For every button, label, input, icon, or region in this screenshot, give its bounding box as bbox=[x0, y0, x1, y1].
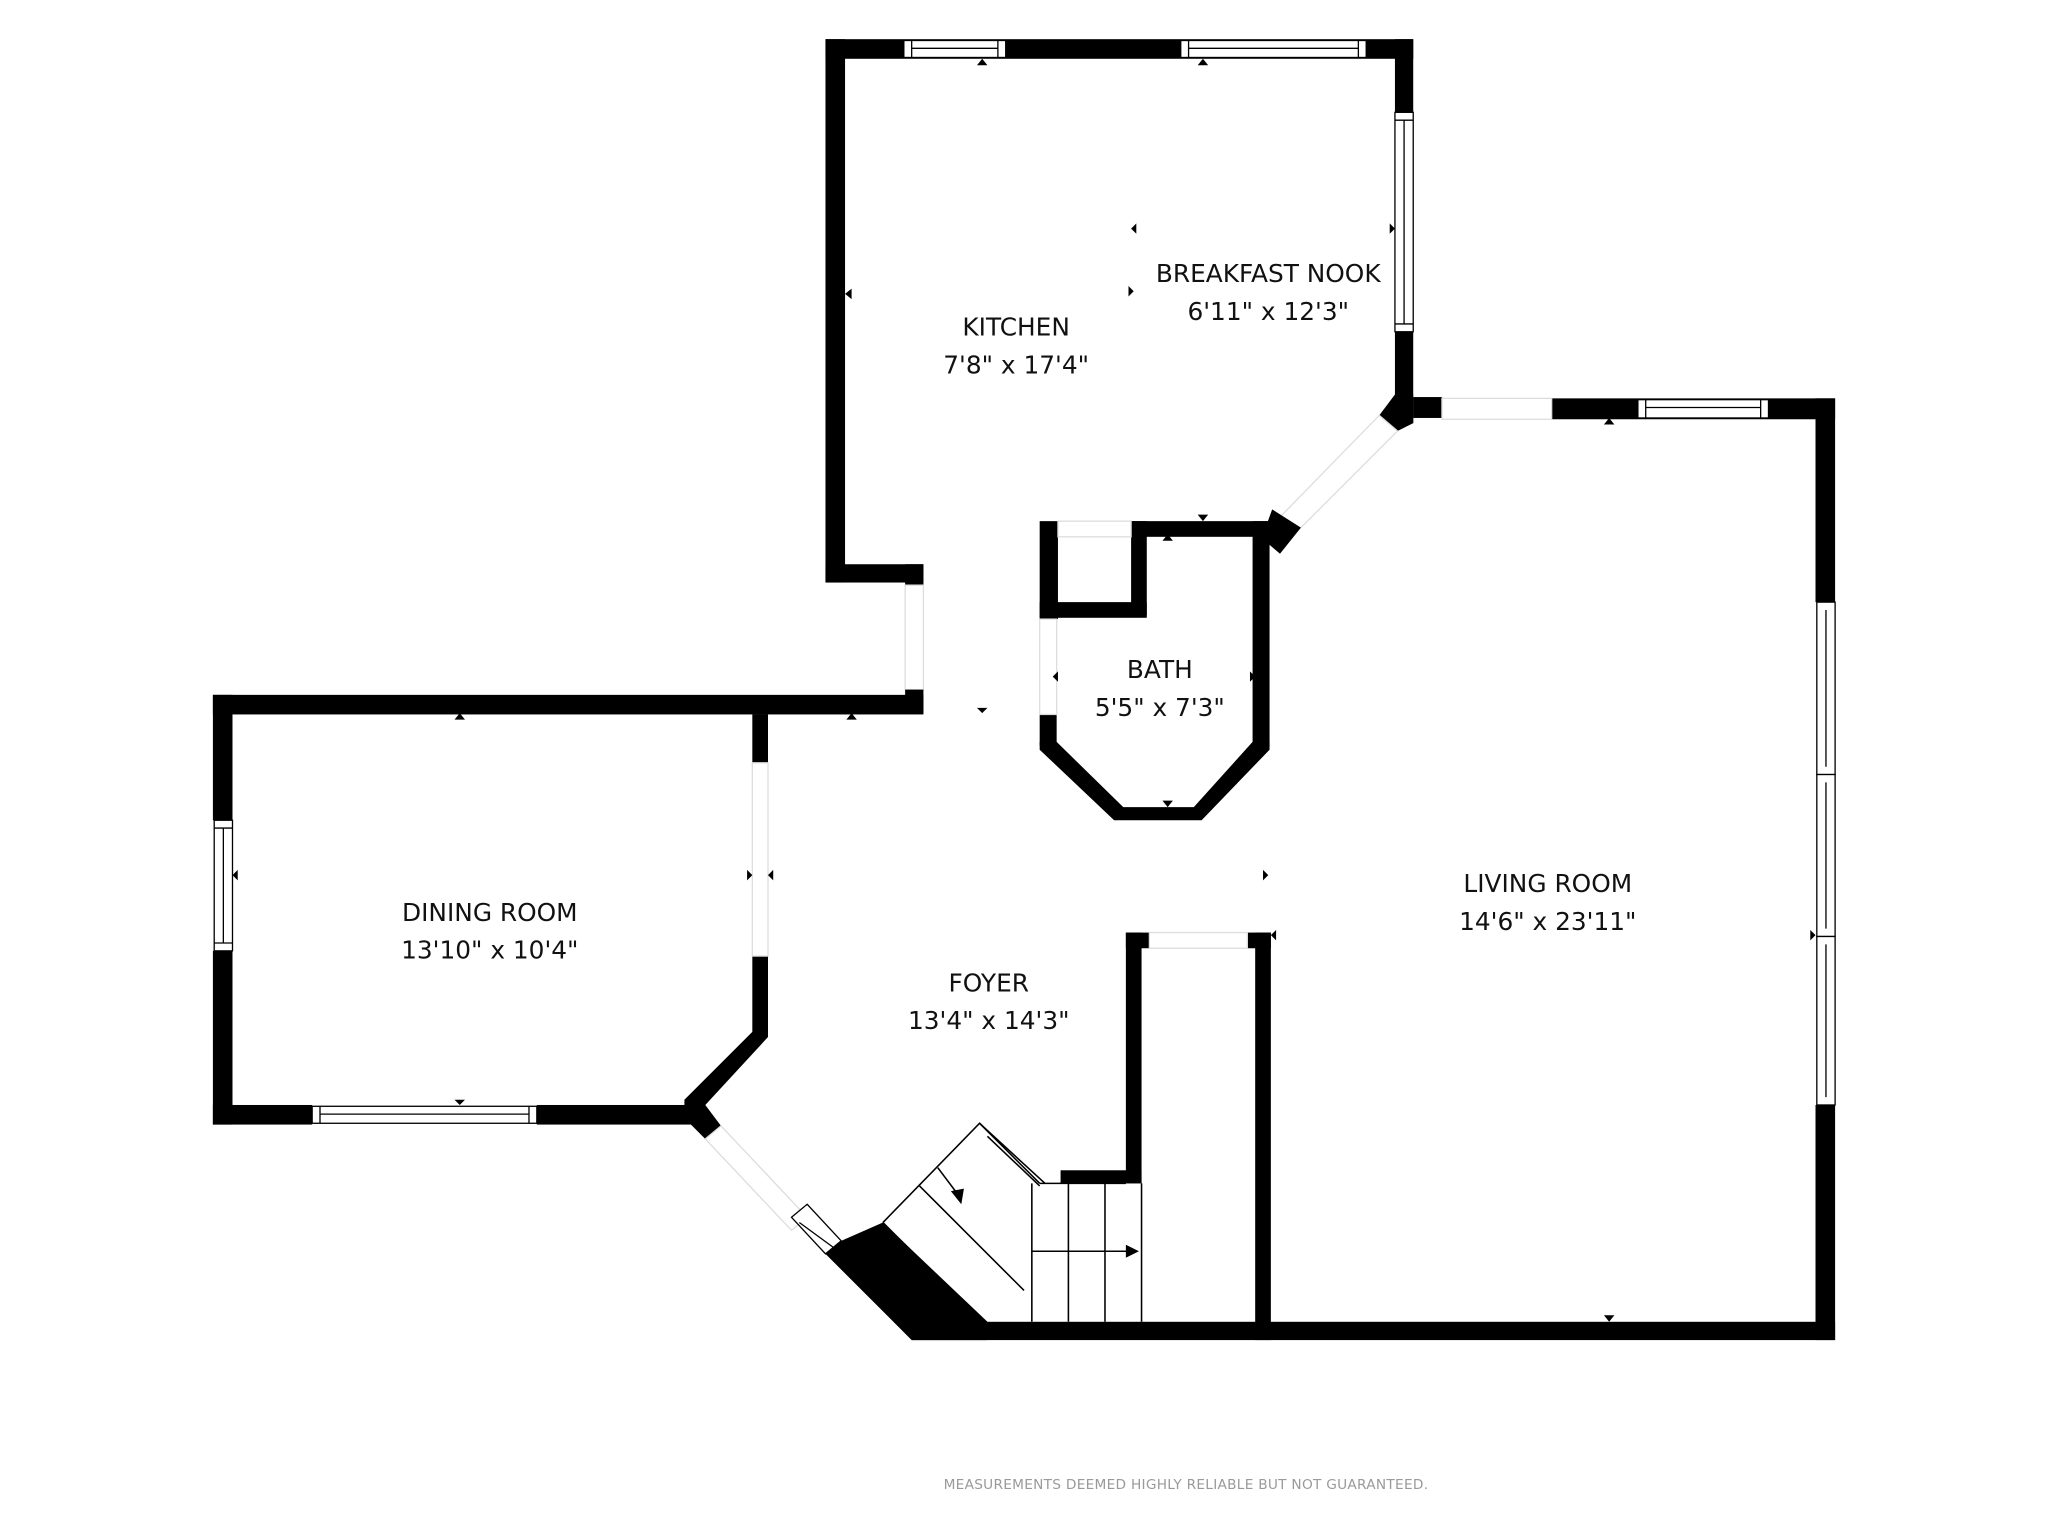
living-window-top bbox=[1637, 399, 1770, 419]
dining-window-left bbox=[213, 819, 234, 952]
breakfast-nook-label: BREAKFAST NOOK bbox=[1156, 259, 1381, 288]
kitchen-window-1 bbox=[903, 39, 1007, 59]
measurement-markers bbox=[232, 58, 1816, 1322]
closet-opening bbox=[1148, 931, 1248, 949]
living-window-right-2 bbox=[1816, 773, 1836, 938]
living-room-walls bbox=[911, 398, 1836, 1341]
living-top-opening bbox=[1441, 397, 1553, 420]
bath-closet-opening bbox=[1057, 520, 1132, 538]
disclaimer-text: MEASUREMENTS DEEMED HIGHLY RELIABLE BUT … bbox=[944, 1477, 1429, 1493]
staircase bbox=[882, 1122, 1143, 1322]
bath-walls bbox=[1039, 521, 1270, 821]
nook-window bbox=[1394, 111, 1414, 333]
kitchen-walls bbox=[825, 39, 1442, 586]
front-window bbox=[790, 1203, 843, 1255]
living-room-label: LIVING ROOM bbox=[1463, 869, 1632, 898]
foyer-dimensions: 13'4" x 14'3" bbox=[908, 1006, 1070, 1035]
closet-walls bbox=[1125, 932, 1271, 1341]
front-entry-opening bbox=[704, 1124, 809, 1232]
kitchen-window-2 bbox=[1180, 39, 1367, 59]
bath-dimensions: 5'5" x 7'3" bbox=[1095, 693, 1225, 722]
dining-room-dimensions: 13'10" x 10'4" bbox=[401, 936, 578, 965]
living-window-right-1 bbox=[1816, 601, 1836, 776]
dining-room-label: DINING ROOM bbox=[402, 898, 578, 927]
kitchen-dimensions: 7'8" x 17'4" bbox=[943, 351, 1089, 380]
living-window-right-3 bbox=[1816, 935, 1836, 1106]
dining-foyer-opening bbox=[751, 762, 769, 957]
living-room-dimensions: 14'6" x 23'11" bbox=[1459, 907, 1636, 936]
bath-door-opening bbox=[1039, 618, 1058, 716]
dining-window-bottom bbox=[311, 1105, 538, 1124]
breakfast-nook-dimensions: 6'11" x 12'3" bbox=[1187, 297, 1349, 326]
dining-room-walls bbox=[212, 694, 924, 1139]
bath-label: BATH bbox=[1127, 655, 1193, 684]
kitchen-foyer-opening bbox=[904, 584, 925, 691]
kitchen-label: KITCHEN bbox=[962, 313, 1069, 342]
foyer-label: FOYER bbox=[949, 968, 1029, 997]
